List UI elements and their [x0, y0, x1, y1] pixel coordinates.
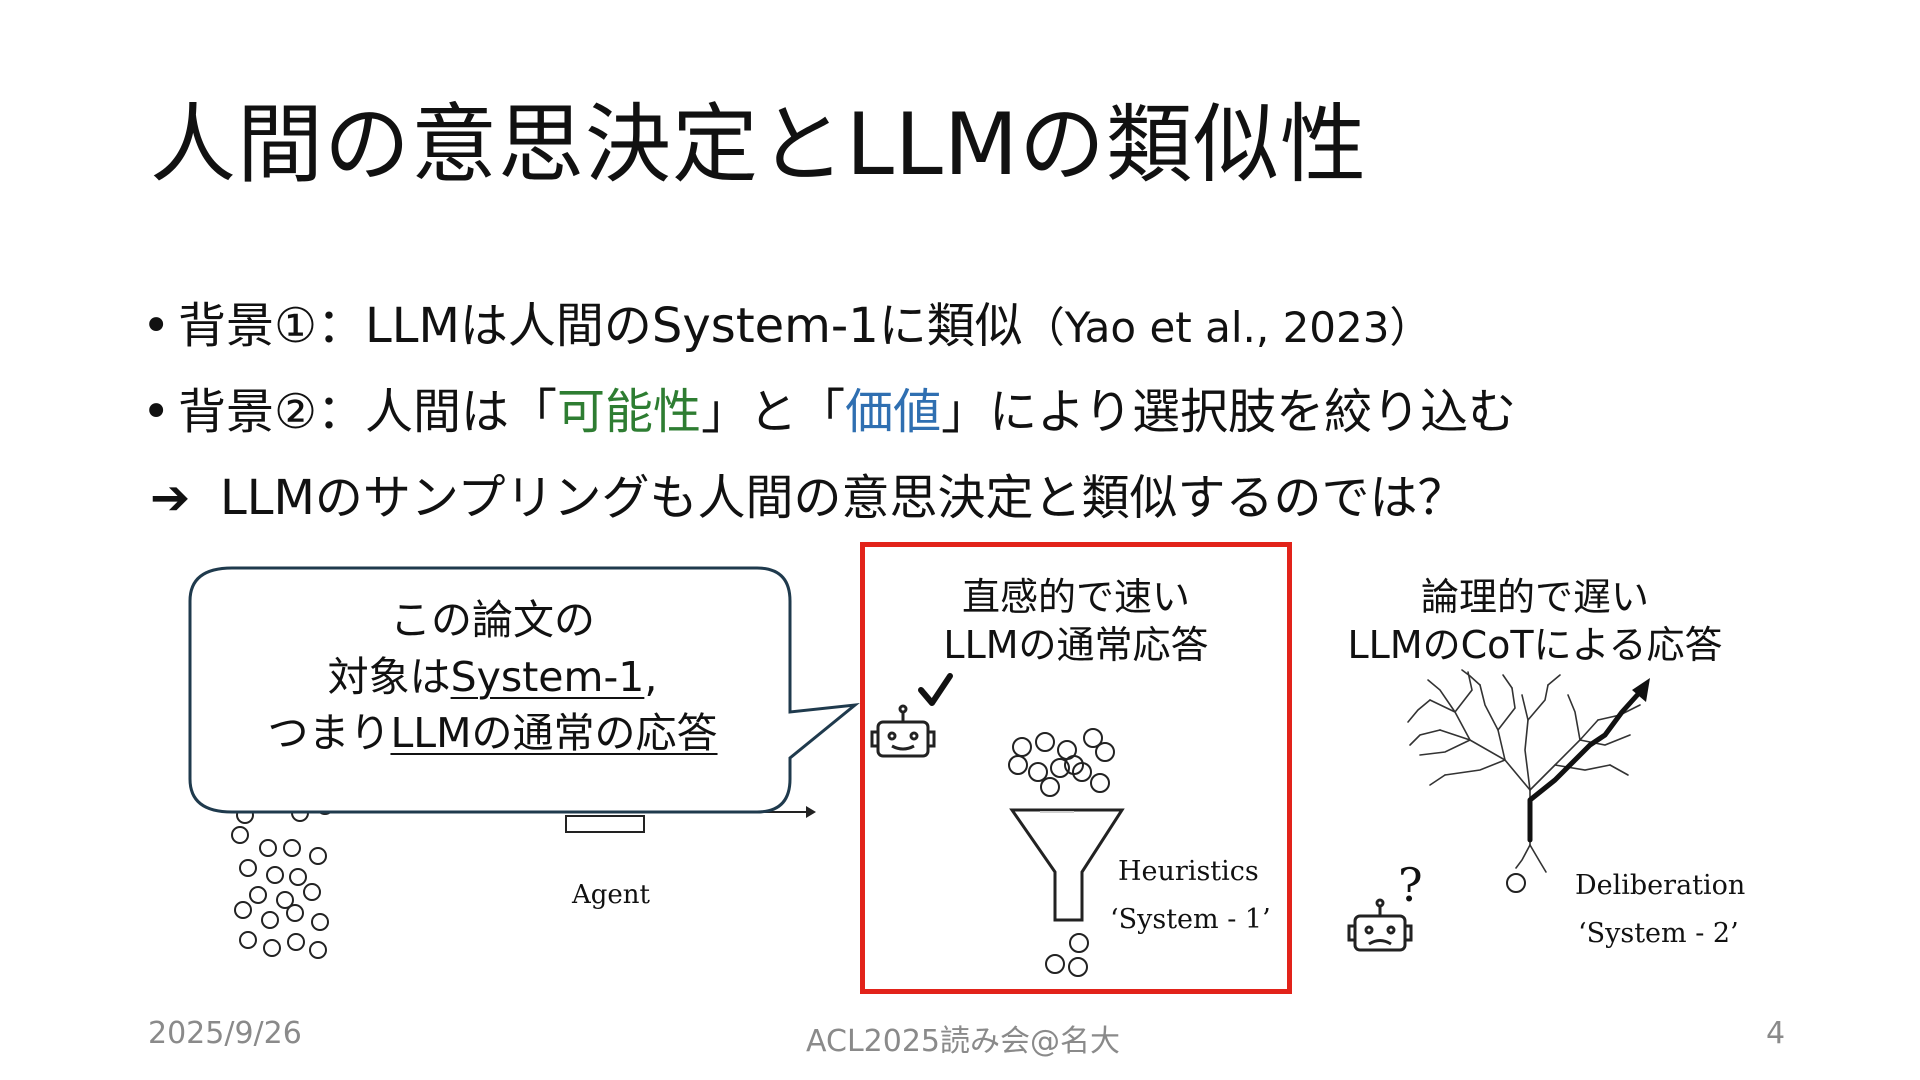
selected-option-circle	[1506, 873, 1526, 893]
system1-caption-line1: 直感的で速い	[961, 575, 1190, 619]
bullet-2-pre: 背景②：人間は「	[178, 384, 558, 440]
checkmark-icon	[918, 673, 953, 706]
footer-date: 2025/9/26	[148, 1016, 302, 1051]
system1-caption-line2: LLMの通常応答	[943, 622, 1209, 667]
bullet-background-2: •背景②：人間は「可能性」と「価値」により選択肢を絞り込む	[142, 386, 1516, 439]
reasoning-arrow-head	[1632, 678, 1650, 702]
bullet-1-text: 背景①：LLMは人間のSystem-1に類似	[178, 298, 1023, 354]
arrow-right-icon: ➔	[150, 470, 191, 526]
conclusion-text: LLMのサンプリングも人間の意思決定と類似するのでは？	[220, 470, 1466, 526]
page-number: 4	[1766, 1016, 1786, 1051]
citation: （Yao et al., 2023）	[1022, 303, 1432, 352]
footer-event: ACL2025読み会@名大	[806, 1024, 1121, 1059]
reasoning-path	[1527, 689, 1643, 843]
bubble-line-2: 対象はSystem-1,	[327, 652, 658, 701]
bubble-line-1: この論文の	[390, 596, 595, 644]
happy-robot-icon	[870, 704, 936, 758]
heuristics-label: Heuristics	[1118, 856, 1259, 887]
agent-icon	[565, 815, 645, 833]
system2-label: ‘System - 2’	[1578, 918, 1739, 949]
reasoning-tree-icon	[1407, 669, 1641, 873]
system1-highlight-box	[860, 542, 1292, 994]
system1-label: ‘System - 1’	[1110, 904, 1271, 935]
bullet-2-mid: 」と「	[701, 384, 846, 440]
option-circles-input	[1008, 728, 1115, 797]
bullet-marker: •	[142, 384, 171, 440]
conclusion-line: ➔ LLMのサンプリングも人間の意思決定と類似するのでは？	[150, 472, 1465, 525]
bullet-background-1: •背景①：LLMは人間のSystem-1に類似（Yao et al., 2023…	[142, 300, 1431, 353]
bullet-2-post: 」により選択肢を絞り込む	[941, 384, 1517, 440]
question-mark-icon: ?	[1398, 858, 1423, 912]
system2-caption-line2: LLMのCoTによる応答	[1347, 622, 1723, 667]
bullet-marker: •	[142, 298, 171, 354]
value-term: 価値	[845, 384, 942, 440]
system1-underlined: System-1	[450, 652, 645, 701]
system1-caption: 直感的で速い LLMの通常応答	[870, 574, 1282, 669]
bubble-line-3: つまりLLMの通常の応答	[267, 709, 718, 758]
deliberation-label: Deliberation	[1575, 870, 1746, 901]
normal-response-underlined: LLMの通常の応答	[390, 709, 718, 758]
system2-caption: 論理的で遅い LLMのCoTによる応答	[1300, 574, 1770, 669]
arrow-head	[806, 806, 816, 818]
agent-label: Agent	[572, 880, 650, 910]
system2-caption-line1: 論理的で遅い	[1420, 575, 1649, 619]
possibility-term: 可能性	[557, 384, 702, 440]
option-circles-output	[1045, 933, 1089, 977]
sad-robot-icon	[1347, 898, 1413, 952]
speech-bubble-text: この論文の 対象はSystem-1, つまりLLMの通常の応答	[200, 592, 785, 762]
funnel-icon	[1009, 808, 1125, 922]
slide-title: 人間の意思決定とLLMの類似性	[150, 95, 1368, 195]
